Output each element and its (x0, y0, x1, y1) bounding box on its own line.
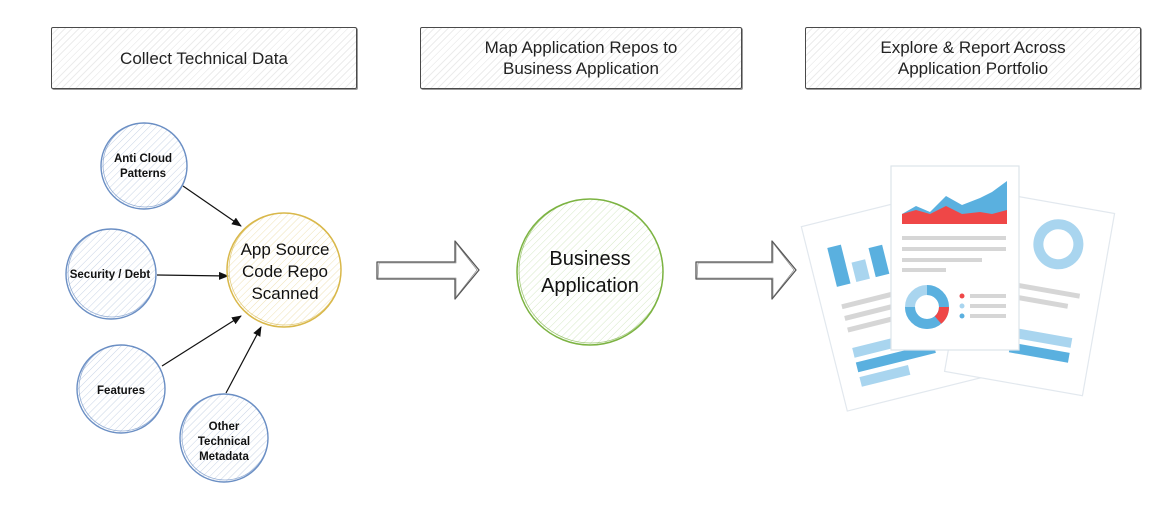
business-line-1: Business (549, 248, 630, 270)
step-collect-technical-data: Collect Technical Data (51, 27, 357, 89)
hollow-right-arrow-icon (376, 240, 480, 300)
hub-app-source-code-repo: App Source Code Repo Scanned (226, 212, 342, 328)
input-security-debt: Security / Debt (65, 228, 157, 320)
hub-line-3: Scanned (251, 284, 318, 303)
connector-features (161, 315, 242, 367)
input-security-line-1: Security / Debt (70, 269, 151, 281)
input-features: Features (76, 344, 166, 434)
step-2-line-1: Map Application Repos to (484, 38, 678, 57)
connector-other-metadata (225, 326, 262, 394)
input-other-line-3: Metadata (199, 451, 249, 463)
input-features-line-1: Features (97, 385, 145, 397)
input-other-technical-metadata: Other Technical Metadata (179, 393, 269, 483)
connector-anti-cloud (182, 185, 242, 227)
hollow-right-arrow-icon (695, 240, 797, 300)
input-anti-cloud-line-2: Patterns (120, 168, 166, 180)
step-explore-report: Explore & Report Across Application Port… (805, 27, 1141, 89)
hub-line-1: App Source (241, 240, 330, 259)
connector-security (156, 271, 229, 280)
input-other-line-1: Other (209, 421, 240, 433)
step-3-line-2: Application Portfolio (897, 59, 1049, 78)
hub-line-2: Code Repo (242, 262, 328, 281)
step-3-line-1: Explore & Report Across (880, 38, 1066, 57)
business-line-2: Application (541, 275, 639, 297)
step-1-line-1: Collect Technical Data (120, 48, 288, 68)
reports-documents-icon (800, 165, 1116, 412)
input-anti-cloud-line-1: Anti Cloud (114, 153, 172, 165)
business-application-node: Business Application (516, 198, 664, 346)
input-anti-cloud-patterns: Anti Cloud Patterns (100, 122, 188, 210)
step-map-repos: Map Application Repos to Business Applic… (420, 27, 742, 89)
step-2-line-2: Business Application (503, 59, 659, 78)
input-other-line-2: Technical (198, 436, 250, 448)
